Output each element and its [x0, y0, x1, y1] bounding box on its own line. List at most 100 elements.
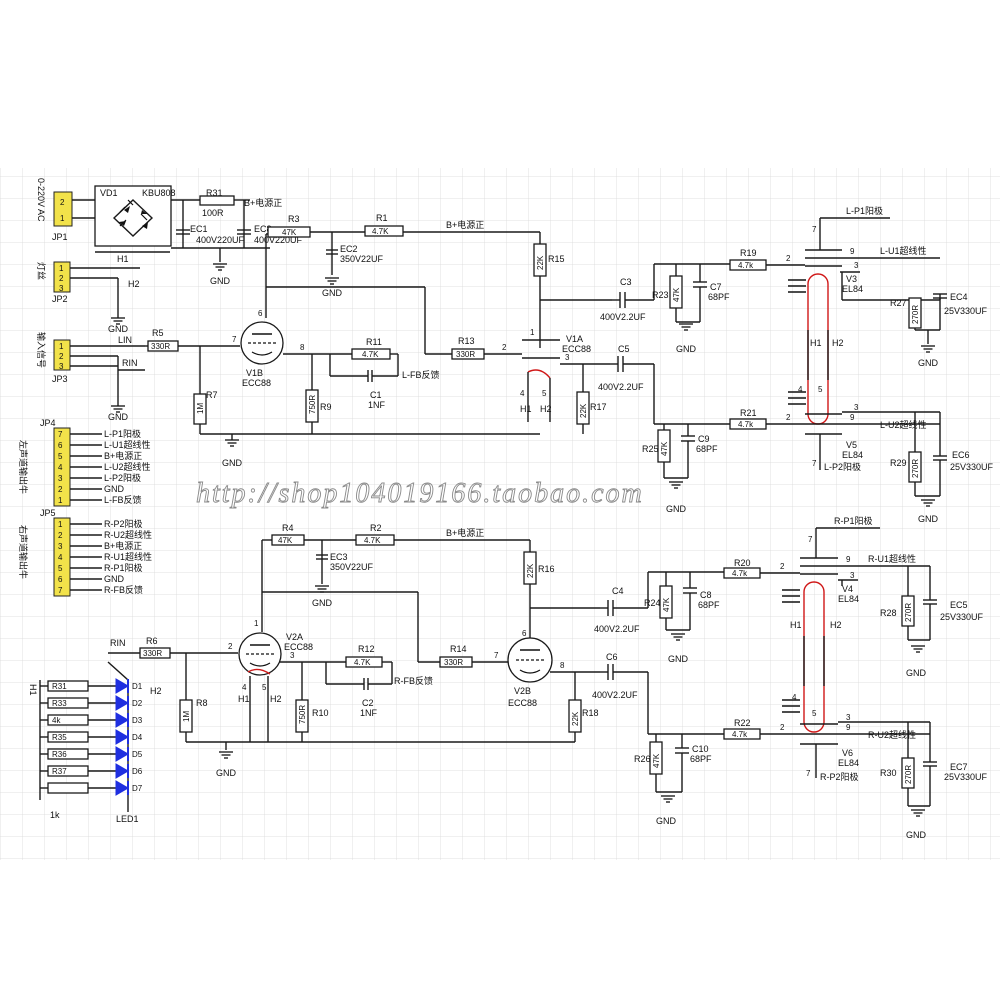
connector-jp1: 0-220V AC 2 1 JP1	[36, 178, 95, 242]
svg-text:47K: 47K	[672, 287, 681, 302]
svg-text:22K: 22K	[571, 711, 580, 726]
svg-text:8: 8	[300, 343, 305, 352]
led-diode-label: D1	[132, 682, 143, 691]
svg-text:6: 6	[522, 629, 527, 638]
svg-text:R26: R26	[634, 754, 651, 764]
svg-text:R27: R27	[890, 298, 907, 308]
svg-text:GND: GND	[676, 344, 697, 354]
svg-text:68PF: 68PF	[708, 292, 730, 302]
svg-text:C5: C5	[618, 344, 630, 354]
svg-text:3: 3	[854, 403, 859, 412]
svg-text:EC6: EC6	[952, 450, 970, 460]
connector-pin: 6	[58, 441, 63, 450]
connector-net-label: L-U2超线性	[104, 461, 151, 472]
svg-text:R24: R24	[644, 598, 661, 608]
svg-text:1: 1	[530, 328, 535, 337]
svg-text:C2: C2	[362, 698, 374, 708]
svg-text:1NF: 1NF	[360, 708, 378, 718]
svg-text:R4: R4	[282, 523, 294, 533]
svg-text:400V2.2UF: 400V2.2UF	[592, 690, 638, 700]
svg-text:47K: 47K	[662, 597, 671, 612]
connector-net-label: R-FB反馈	[104, 584, 143, 595]
svg-text:L-P2阳极: L-P2阳极	[824, 461, 861, 472]
connector-pin: 5	[58, 564, 63, 573]
svg-text:R22: R22	[734, 718, 751, 728]
svg-text:350V22UF: 350V22UF	[330, 562, 374, 572]
svg-text:9: 9	[850, 413, 855, 422]
svg-text:47K: 47K	[278, 536, 293, 545]
svg-text:2: 2	[786, 254, 791, 263]
led-diode-label: D3	[132, 716, 143, 725]
svg-text:R17: R17	[590, 402, 607, 412]
svg-text:EL84: EL84	[838, 594, 859, 604]
svg-text:22K: 22K	[579, 403, 588, 418]
svg-text:GND: GND	[906, 668, 927, 678]
svg-text:R1: R1	[376, 213, 388, 223]
led-diode	[115, 763, 129, 779]
svg-text:GND: GND	[918, 514, 939, 524]
connector-pin: 4	[58, 463, 63, 472]
connector-net-label: GND	[104, 574, 125, 584]
svg-text:EL84: EL84	[838, 758, 859, 768]
svg-text:L-FB反馈: L-FB反馈	[402, 369, 440, 380]
svg-text:RIN: RIN	[110, 638, 126, 648]
svg-text:C9: C9	[698, 434, 710, 444]
svg-text:B+电源正: B+电源正	[446, 527, 484, 538]
svg-text:4: 4	[520, 389, 525, 398]
svg-text:R18: R18	[582, 708, 599, 718]
svg-text:4.7k: 4.7k	[738, 420, 754, 429]
svg-text:1: 1	[59, 264, 64, 273]
svg-text:47K: 47K	[660, 441, 669, 456]
svg-text:330R: 330R	[444, 658, 463, 667]
svg-text:330R: 330R	[143, 649, 162, 658]
svg-text:4.7K: 4.7K	[372, 227, 389, 236]
svg-text:GND: GND	[918, 358, 939, 368]
jp3-ref: JP3	[52, 374, 68, 384]
svg-text:7: 7	[806, 769, 811, 778]
svg-text:C10: C10	[692, 744, 709, 754]
svg-text:6: 6	[258, 309, 263, 318]
svg-text:3: 3	[565, 353, 570, 362]
svg-text:R30: R30	[880, 768, 897, 778]
svg-text:H2: H2	[150, 686, 162, 696]
svg-text:C4: C4	[612, 586, 624, 596]
jp5-ref: JP5	[40, 508, 56, 518]
jp4-label: 左声道输出牛	[18, 440, 29, 494]
svg-text:5: 5	[818, 385, 823, 394]
svg-text:400V220UF: 400V220UF	[254, 235, 303, 245]
svg-text:R31: R31	[206, 188, 223, 198]
svg-text:R-P2阳极: R-P2阳极	[820, 771, 859, 782]
svg-text:L-U2超线性: L-U2超线性	[880, 419, 927, 430]
svg-text:8: 8	[560, 661, 565, 670]
svg-text:EC3: EC3	[330, 552, 348, 562]
connector-pin: 3	[58, 542, 63, 551]
svg-text:4.7K: 4.7K	[362, 350, 379, 359]
connector-pin: 3	[58, 474, 63, 483]
connector-pin: 7	[58, 586, 63, 595]
svg-text:4: 4	[792, 693, 797, 702]
svg-text:25V330UF: 25V330UF	[944, 772, 988, 782]
svg-text:7: 7	[232, 335, 237, 344]
watermark: http://shop104019166.taobao.com	[196, 478, 644, 509]
svg-text:GND: GND	[108, 324, 129, 334]
led-diode-label: D6	[132, 767, 143, 776]
svg-text:KBU808: KBU808	[142, 188, 176, 198]
svg-text:330R: 330R	[456, 350, 475, 359]
power-supply: VD1 KBU808 R31 100R B+电源正 EC1 400V220UF …	[94, 185, 303, 286]
svg-text:68PF: 68PF	[690, 754, 712, 764]
connector-jp2: 灯丝 1 2 3 JP2 GND H2	[36, 261, 140, 334]
svg-text:2: 2	[60, 198, 65, 207]
led-diode-label: D5	[132, 750, 143, 759]
svg-text:2: 2	[780, 562, 785, 571]
led-diode-label: D2	[132, 699, 143, 708]
svg-text:R14: R14	[450, 644, 467, 654]
svg-text:V2B: V2B	[514, 686, 531, 696]
svg-text:350V22UF: 350V22UF	[340, 254, 384, 264]
svg-text:LIN: LIN	[118, 335, 132, 345]
jp2-label: 灯丝	[36, 262, 47, 280]
svg-text:GND: GND	[668, 654, 689, 664]
